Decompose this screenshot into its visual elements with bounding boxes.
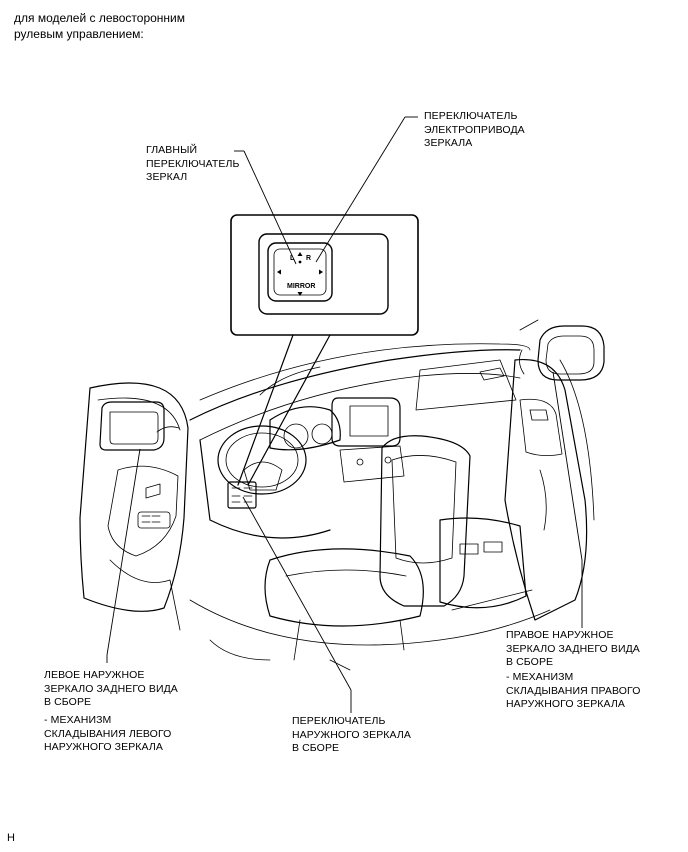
rear-console — [439, 517, 533, 611]
callout-left-fold-mechanism: - МЕХАНИЗМ СКЛАДЫВАНИЯ ЛЕВОГО НАРУЖНОГО … — [44, 714, 172, 753]
callout-mirror-actuator-switch: ПЕРЕКЛЮЧАТЕЛЬ ЭЛЕКТРОПРИВОДА ЗЕРКАЛА — [424, 110, 525, 149]
left-door — [79, 382, 189, 631]
driver-seat — [264, 435, 471, 671]
callout-left-mirror-assembly: ЛЕВОЕ НАРУЖНОЕ ЗЕРКАЛО ЗАДНЕГО ВИДА В СБ… — [44, 669, 178, 708]
callout-right-mirror-assembly: ПРАВОЕ НАРУЖНОЕ ЗЕРКАЛО ЗАДНЕГО ВИДА В С… — [506, 629, 640, 668]
zoom-projection-lines — [237, 334, 331, 486]
leader-lines — [106, 116, 583, 713]
floor-outline — [189, 599, 551, 661]
header-line-2: рулевым управлением: — [14, 27, 144, 41]
switch-letter-right: R — [306, 255, 312, 262]
dashboard — [189, 343, 531, 539]
header-line-1: для моделей с левосторонним — [14, 11, 185, 25]
switch-letter-left: L — [290, 255, 295, 262]
callout-right-fold-mechanism: - МЕХАНИЗМ СКЛАДЫВАНИЯ ПРАВОГО НАРУЖНОГО… — [506, 671, 641, 710]
figure-code: H — [7, 832, 15, 844]
right-door — [504, 319, 605, 621]
switch-mirror-label: MIRROR — [287, 283, 316, 290]
callout-main-mirror-switch: ГЛАВНЫЙ ПЕРЕКЛЮЧАТЕЛЬ ЗЕРКАЛ — [146, 144, 240, 183]
switch-inset-box — [230, 214, 419, 336]
callout-outer-mirror-switch-assembly: ПЕРЕКЛЮЧАТЕЛЬ НАРУЖНОГО ЗЕРКАЛА В СБОРЕ — [292, 715, 411, 754]
